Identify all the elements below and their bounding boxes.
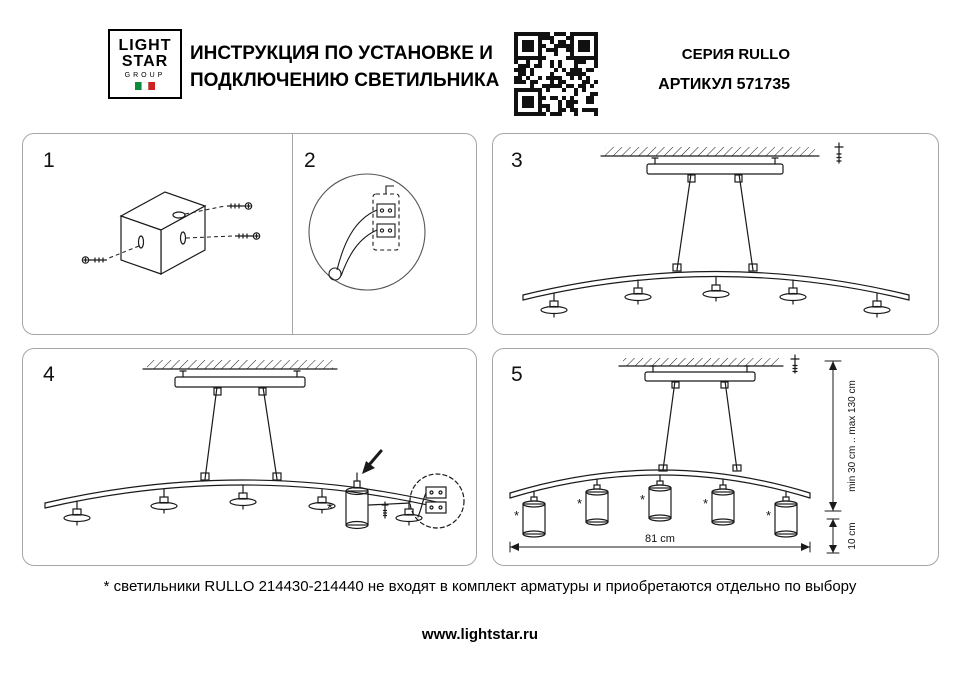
step-5-number: 5: [511, 363, 523, 386]
ceiling-hatch: [618, 358, 784, 367]
curved-bar: [509, 469, 811, 499]
qr-code-image: [514, 32, 598, 116]
qr-code: [514, 32, 598, 121]
width-dimension: [509, 541, 811, 553]
cylinder-shades: [522, 474, 798, 538]
suspension-rods: [672, 173, 758, 272]
panel-step-5: 5: [492, 348, 939, 566]
step1-bracket-drawing: [81, 191, 261, 276]
step-1-number: 1: [43, 149, 55, 172]
lamp-holders: [540, 276, 891, 318]
screw-icon: [381, 501, 389, 519]
attach-arrow-icon: [362, 449, 383, 474]
lightstar-logo: LIGHT STAR GROUP: [108, 29, 182, 99]
canopy-plate: [644, 365, 756, 382]
step2-wiring-drawing: [308, 173, 426, 291]
panel-steps-1-2: 1 2: [22, 133, 477, 335]
height-dimension: [824, 360, 842, 512]
lamp-holders: [63, 484, 423, 526]
ceiling-hatch: [600, 147, 820, 157]
wiring-detail: [308, 173, 426, 291]
product-info: СЕРИЯ RULLO АРТИКУЛ 571735: [658, 46, 790, 94]
page-title-line1: ИНСТРУКЦИЯ ПО УСТАНОВКЕ И: [190, 43, 493, 64]
canopy-plate: [174, 370, 306, 388]
ceiling-hatch: [142, 360, 338, 370]
footnote-marker: *: [703, 496, 708, 511]
lamp-height-label: 10 cm: [847, 522, 858, 549]
lamp-height-dimension: [826, 518, 840, 554]
footnote-marker: *: [577, 496, 582, 511]
step-3-number: 3: [511, 149, 523, 172]
mounting-bracket: [119, 191, 207, 276]
suspension-rods: [200, 386, 282, 481]
width-dimension-label: 81 cm: [645, 533, 675, 545]
panel-step-3: 3: [492, 133, 939, 335]
step-2-number: 2: [304, 149, 316, 172]
footnote-marker: *: [640, 492, 645, 507]
website-link[interactable]: www.lightstar.ru: [421, 626, 539, 643]
step5-final-assembly-drawing: * * * * * 81 cm min 30 cm .. max 130 cm …: [509, 354, 858, 554]
leader-lines: [108, 205, 234, 259]
screw-icon: [226, 202, 253, 210]
panel-divider: [292, 134, 293, 334]
connector-detail-circle: [368, 473, 465, 529]
canopy-plate: [646, 157, 784, 175]
logo-text-star: STAR: [121, 53, 169, 70]
footnote-marker: *: [327, 500, 333, 517]
footnote-marker: *: [766, 508, 771, 523]
screw-icon: [834, 142, 844, 164]
footnote-text: * светильники RULLO 214430-214440 не вхо…: [103, 578, 857, 595]
italy-flag-icon: [135, 82, 155, 90]
curved-bar: [522, 270, 910, 301]
suspension-rods: [658, 380, 742, 472]
step4-lamp-attach-drawing: *: [44, 360, 465, 530]
logo-text-light: LIGHT: [118, 37, 172, 54]
article-label: АРТИКУЛ 571735: [658, 76, 790, 93]
series-label: СЕРИЯ RULLO: [681, 46, 790, 63]
page-title: ИНСТРУКЦИЯ ПО УСТАНОВКЕ И ПОДКЛЮЧЕНИЮ СВ…: [190, 40, 499, 94]
screw-icon: [234, 232, 261, 240]
page-title-line2: ПОДКЛЮЧЕНИЮ СВЕТИЛЬНИКА: [190, 70, 500, 91]
screw-icon: [81, 256, 108, 264]
step3-frame-drawing: [522, 142, 910, 318]
screw-icon: [790, 354, 800, 374]
footnote-marker: *: [514, 508, 519, 523]
height-range-label: min 30 cm .. max 130 cm: [847, 380, 858, 492]
panel-step-4: 4: [22, 348, 477, 566]
logo-text-group: GROUP: [124, 72, 166, 79]
spotlight-lamp: [345, 472, 369, 530]
step-4-number: 4: [43, 363, 55, 386]
